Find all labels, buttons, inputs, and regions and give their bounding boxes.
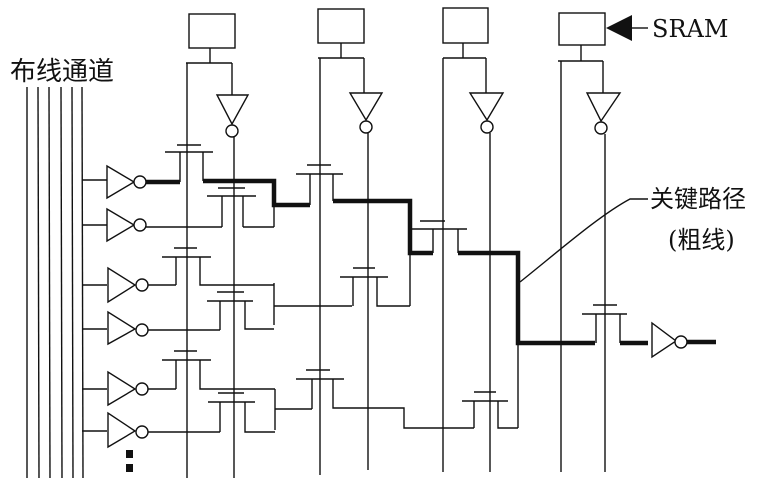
inverter-icon [468,92,505,122]
output-inverter [651,321,688,359]
sram-column-1 [186,13,250,478]
critical-path-note: (粗线) [668,226,735,254]
ellipsis-dot [126,450,133,458]
sram-cell [317,8,365,44]
sram-arrow-icon [606,15,648,41]
inverter-icon [585,92,622,123]
sram-column-3 [442,7,505,472]
routing-channel-wires [26,86,84,479]
ellipsis-dot [126,464,133,472]
pass-transistor-tree [146,144,627,433]
sram-cell [188,13,236,49]
critical-path-leader [519,198,648,283]
critical-path-label: 关键路径 [650,185,746,213]
inverter-icon [348,92,384,122]
sram-cell [558,12,606,46]
inverter-icon [215,94,250,126]
critical-path [146,178,716,346]
sram-column-2 [317,8,384,475]
routing-channel-label: 布线通道 [10,57,114,87]
sram-label: SRAM [652,15,728,43]
sram-cell [442,7,489,44]
sram-column-4 [558,12,622,472]
input-inverters [82,164,149,472]
